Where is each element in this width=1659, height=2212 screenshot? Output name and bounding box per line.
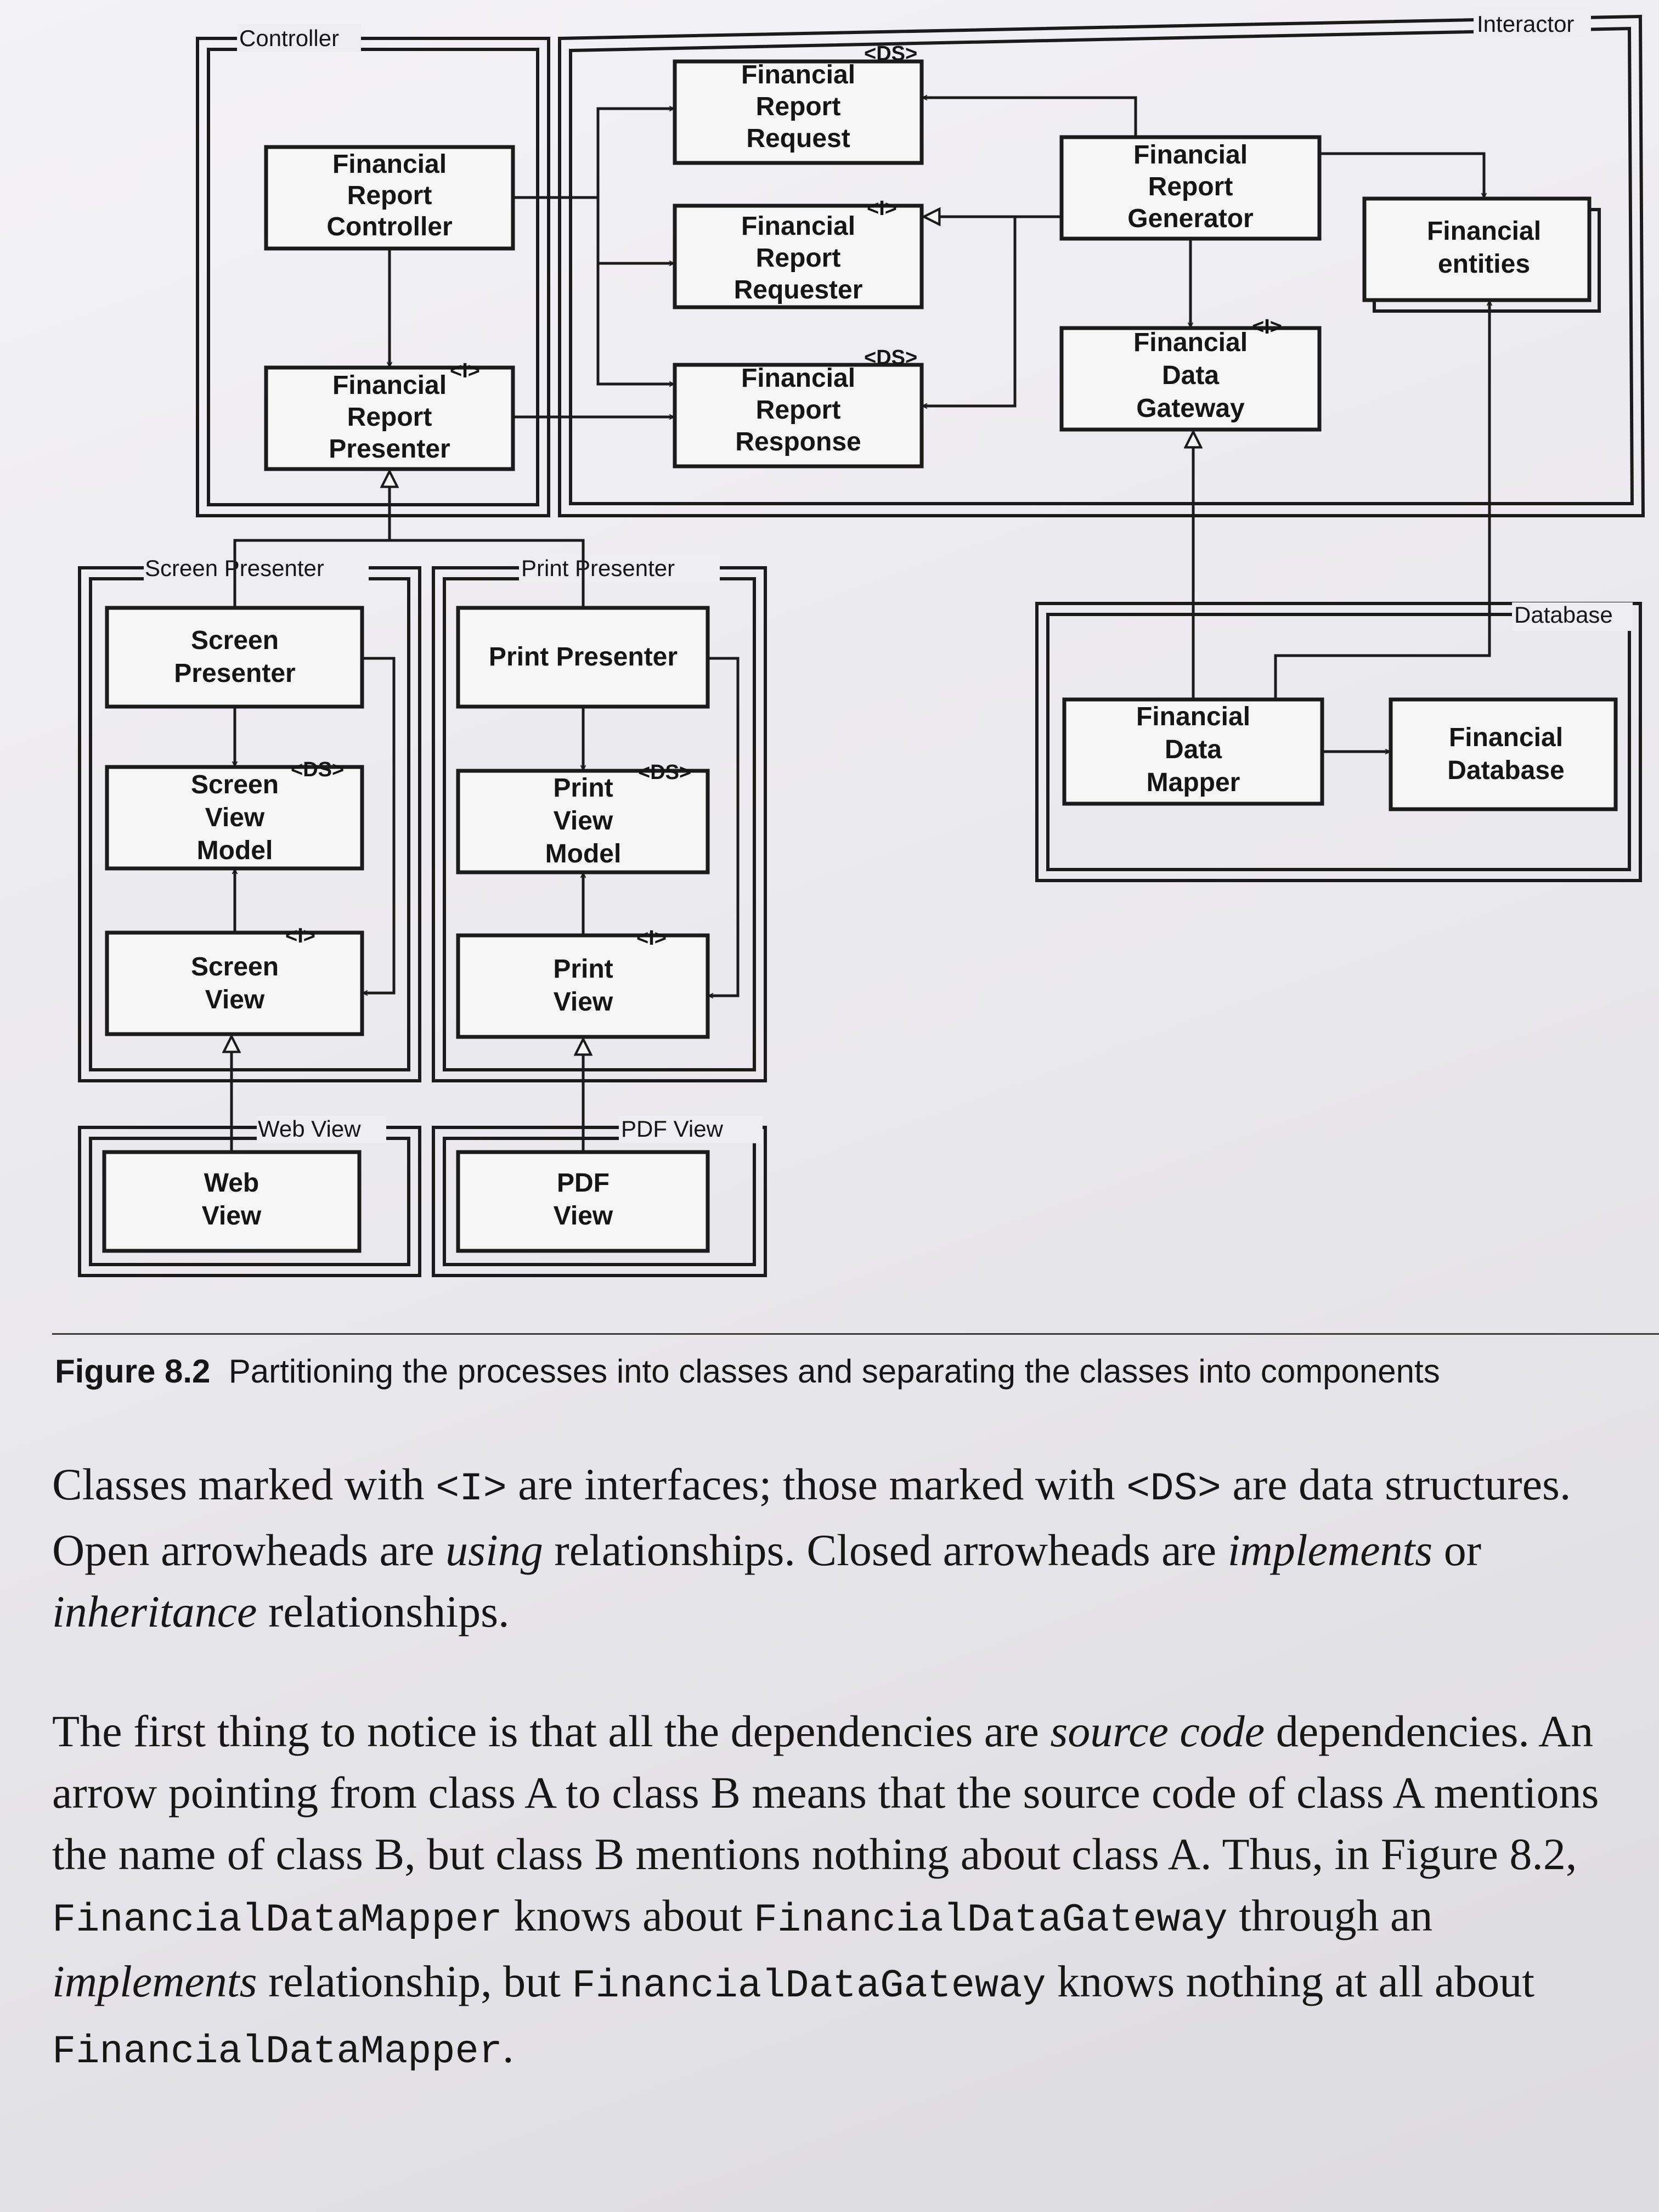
svg-text:View: View (554, 988, 613, 1017)
svg-text:Screen: Screen (191, 952, 279, 981)
class-financial-report-generator: Financial Report Generator (1059, 135, 1322, 241)
database-label: Database (1514, 602, 1613, 628)
svg-text:Requester: Requester (734, 275, 863, 304)
figure-caption-text: Partitioning the processes into classes … (228, 1353, 1440, 1390)
svg-text:Financial: Financial (1427, 217, 1541, 246)
svg-text:Financial: Financial (741, 60, 855, 89)
pdf-view-component: PDF View (432, 1116, 767, 1277)
paragraph-legend: Classes marked with <I> are interfaces; … (52, 1459, 1571, 1637)
svg-text:Web: Web (204, 1169, 259, 1198)
svg-text:Mapper: Mapper (1147, 768, 1240, 797)
data-structure-tag: <DS> (638, 761, 691, 784)
class-financial-database: Financial Database (1389, 697, 1618, 811)
database-component: Database (1035, 602, 1642, 882)
class-print-view-model: Print View Model <DS> (456, 761, 710, 874)
web-view-component: Web View (78, 1116, 421, 1277)
svg-text:Report: Report (756, 244, 841, 273)
svg-text:Generator: Generator (1127, 204, 1253, 233)
data-structure-tag: <DS> (864, 42, 917, 65)
paragraph-dependencies: The first thing to notice is that all th… (52, 1706, 1599, 2074)
svg-text:Data: Data (1165, 735, 1222, 764)
class-financial-report-presenter: Financial Report Presenter <I> (264, 359, 515, 471)
svg-text:Screen: Screen (191, 626, 279, 655)
web-view-label: Web View (258, 1116, 361, 1142)
svg-text:Financial: Financial (332, 371, 447, 400)
svg-text:Financial: Financial (1133, 328, 1248, 357)
interactor-component: Interactor (558, 8, 1645, 517)
interface-tag: <I> (867, 197, 897, 220)
controller-label: Controller (239, 25, 339, 51)
svg-text:Financial: Financial (741, 212, 855, 241)
svg-text:Print: Print (553, 955, 613, 984)
svg-text:Database: Database (1447, 756, 1564, 785)
dependency-arrows (232, 94, 1493, 1152)
svg-text:View: View (202, 1201, 262, 1231)
svg-text:View: View (554, 1201, 613, 1231)
class-print-view: Print View <I> (456, 927, 710, 1039)
svg-text:Model: Model (197, 836, 273, 865)
class-financial-report-request: Financial Report Request <DS> (673, 42, 924, 165)
data-structure-tag: <DS> (864, 346, 917, 369)
svg-text:Screen: Screen (191, 770, 279, 799)
data-structure-tag: <DS> (291, 758, 344, 781)
caption-rule (52, 1333, 1659, 1335)
svg-text:entities: entities (1438, 250, 1530, 279)
class-financial-report-response: Financial Report Response <DS> (673, 346, 924, 469)
class-financial-data-mapper: Financial Data Mapper (1062, 697, 1324, 806)
svg-text:Financial: Financial (1133, 140, 1248, 170)
interface-tag: <I> (450, 359, 480, 382)
print-presenter-component: Print Presenter (432, 554, 767, 1082)
class-financial-report-requester: Financial Report Requester <I> (673, 197, 924, 309)
controller-component: Controller (196, 24, 550, 517)
interface-tag: <I> (285, 924, 315, 947)
svg-text:Financial: Financial (1136, 702, 1250, 731)
figure-number: Figure 8.2 (55, 1353, 211, 1390)
interface-tag: <I> (636, 927, 667, 950)
svg-text:Report: Report (347, 403, 432, 432)
class-pdf-view: PDF View (456, 1150, 710, 1253)
svg-text:Report: Report (347, 181, 432, 210)
svg-text:Report: Report (756, 92, 841, 121)
svg-text:Financial: Financial (741, 364, 855, 393)
svg-text:View: View (205, 985, 265, 1014)
class-financial-data-gateway: Financial Data Gateway <I> (1059, 315, 1322, 432)
print-presenter-label: Print Presenter (521, 555, 675, 581)
svg-text:Print Presenter: Print Presenter (489, 642, 678, 672)
class-screen-view: Screen View <I> (105, 924, 364, 1036)
architecture-diagram: Controller Interactor Database Screen Pr… (78, 8, 1645, 1277)
svg-text:Financial: Financial (1449, 723, 1563, 752)
figure-caption: Figure 8.2 Partitioning the processes in… (55, 1352, 1646, 1390)
pdf-view-label: PDF View (621, 1116, 724, 1142)
svg-text:Report: Report (756, 396, 841, 425)
svg-text:View: View (205, 803, 265, 832)
svg-text:Response: Response (735, 427, 861, 456)
svg-text:Presenter: Presenter (174, 659, 295, 688)
svg-text:Data: Data (1162, 361, 1219, 390)
svg-text:Gateway: Gateway (1136, 394, 1245, 423)
class-financial-report-controller: Financial Report Controller (264, 145, 515, 251)
svg-text:Model: Model (545, 839, 622, 868)
svg-text:Report: Report (1148, 172, 1233, 201)
svg-text:Print: Print (553, 774, 613, 803)
class-financial-entities: Financial entities (1362, 196, 1601, 313)
class-print-presenter: Print Presenter (456, 606, 710, 709)
class-screen-presenter: Screen Presenter (105, 606, 364, 709)
svg-text:Controller: Controller (326, 212, 452, 241)
svg-text:PDF: PDF (557, 1169, 610, 1198)
class-web-view: Web View (102, 1150, 362, 1253)
class-screen-view-model: Screen View Model <DS> (105, 758, 364, 871)
svg-text:Financial: Financial (332, 150, 447, 179)
interactor-label: Interactor (1477, 11, 1574, 37)
svg-text:Request: Request (746, 124, 850, 153)
svg-text:Presenter: Presenter (329, 435, 450, 464)
interface-tag: <I> (1252, 315, 1282, 338)
svg-text:View: View (554, 806, 613, 836)
